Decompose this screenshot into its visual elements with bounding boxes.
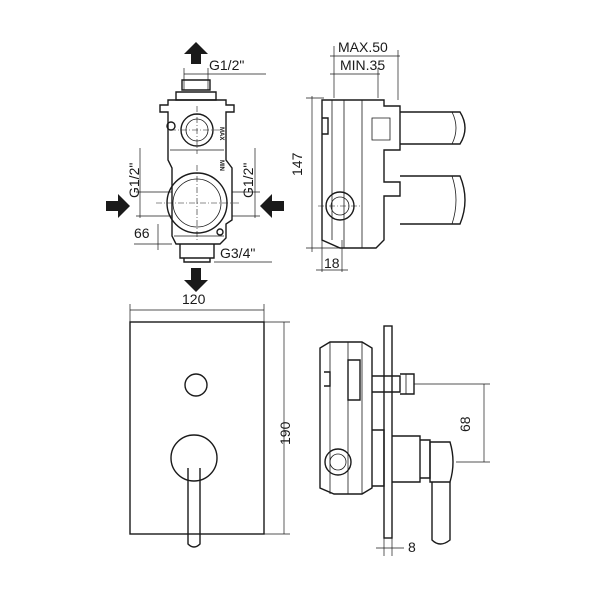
mixer-cartridge-port [156, 165, 240, 240]
wall-plate [383, 325, 393, 539]
flow-arrow-down-icon [184, 268, 208, 292]
plate-height-label: 190 [277, 421, 293, 445]
outlet-bottom-label: G3/4" [220, 245, 255, 261]
mixer-handle-rosette [170, 434, 218, 482]
diverter-port [166, 106, 224, 154]
height-147-label: 147 [289, 152, 305, 176]
min-mark: MIN [218, 160, 224, 171]
cover-plate [129, 321, 265, 535]
inlet-left-label: G1/2" [126, 163, 142, 198]
depth-min-label: MIN.35 [340, 57, 385, 73]
valve-body-side-view: MAX.50 MIN.35 147 18 [289, 39, 466, 272]
assembled-side-view: 68 8 [319, 325, 490, 556]
mixer-lever [187, 468, 201, 548]
plate-width-label: 120 [182, 291, 206, 307]
valve-body-front-view: G1/2" MAX MIN [106, 42, 284, 292]
flow-arrow-right-icon [106, 194, 130, 218]
depth-max-label: MAX.50 [338, 39, 388, 55]
spindle-68-label: 68 [457, 416, 473, 432]
flow-arrow-left-icon [260, 194, 284, 218]
plate-thickness-label: 8 [408, 539, 416, 555]
base-18-label: 18 [324, 255, 340, 271]
diverter-knob [184, 373, 208, 397]
max-mark: MAX [218, 127, 224, 140]
outlet-top-label: G1/2" [209, 57, 244, 73]
inlet-right-label: G1/2" [240, 163, 256, 198]
flow-arrow-up-icon [184, 42, 208, 64]
front-plate-view: 120 190 [129, 291, 293, 548]
offset-66-label: 66 [134, 225, 150, 241]
